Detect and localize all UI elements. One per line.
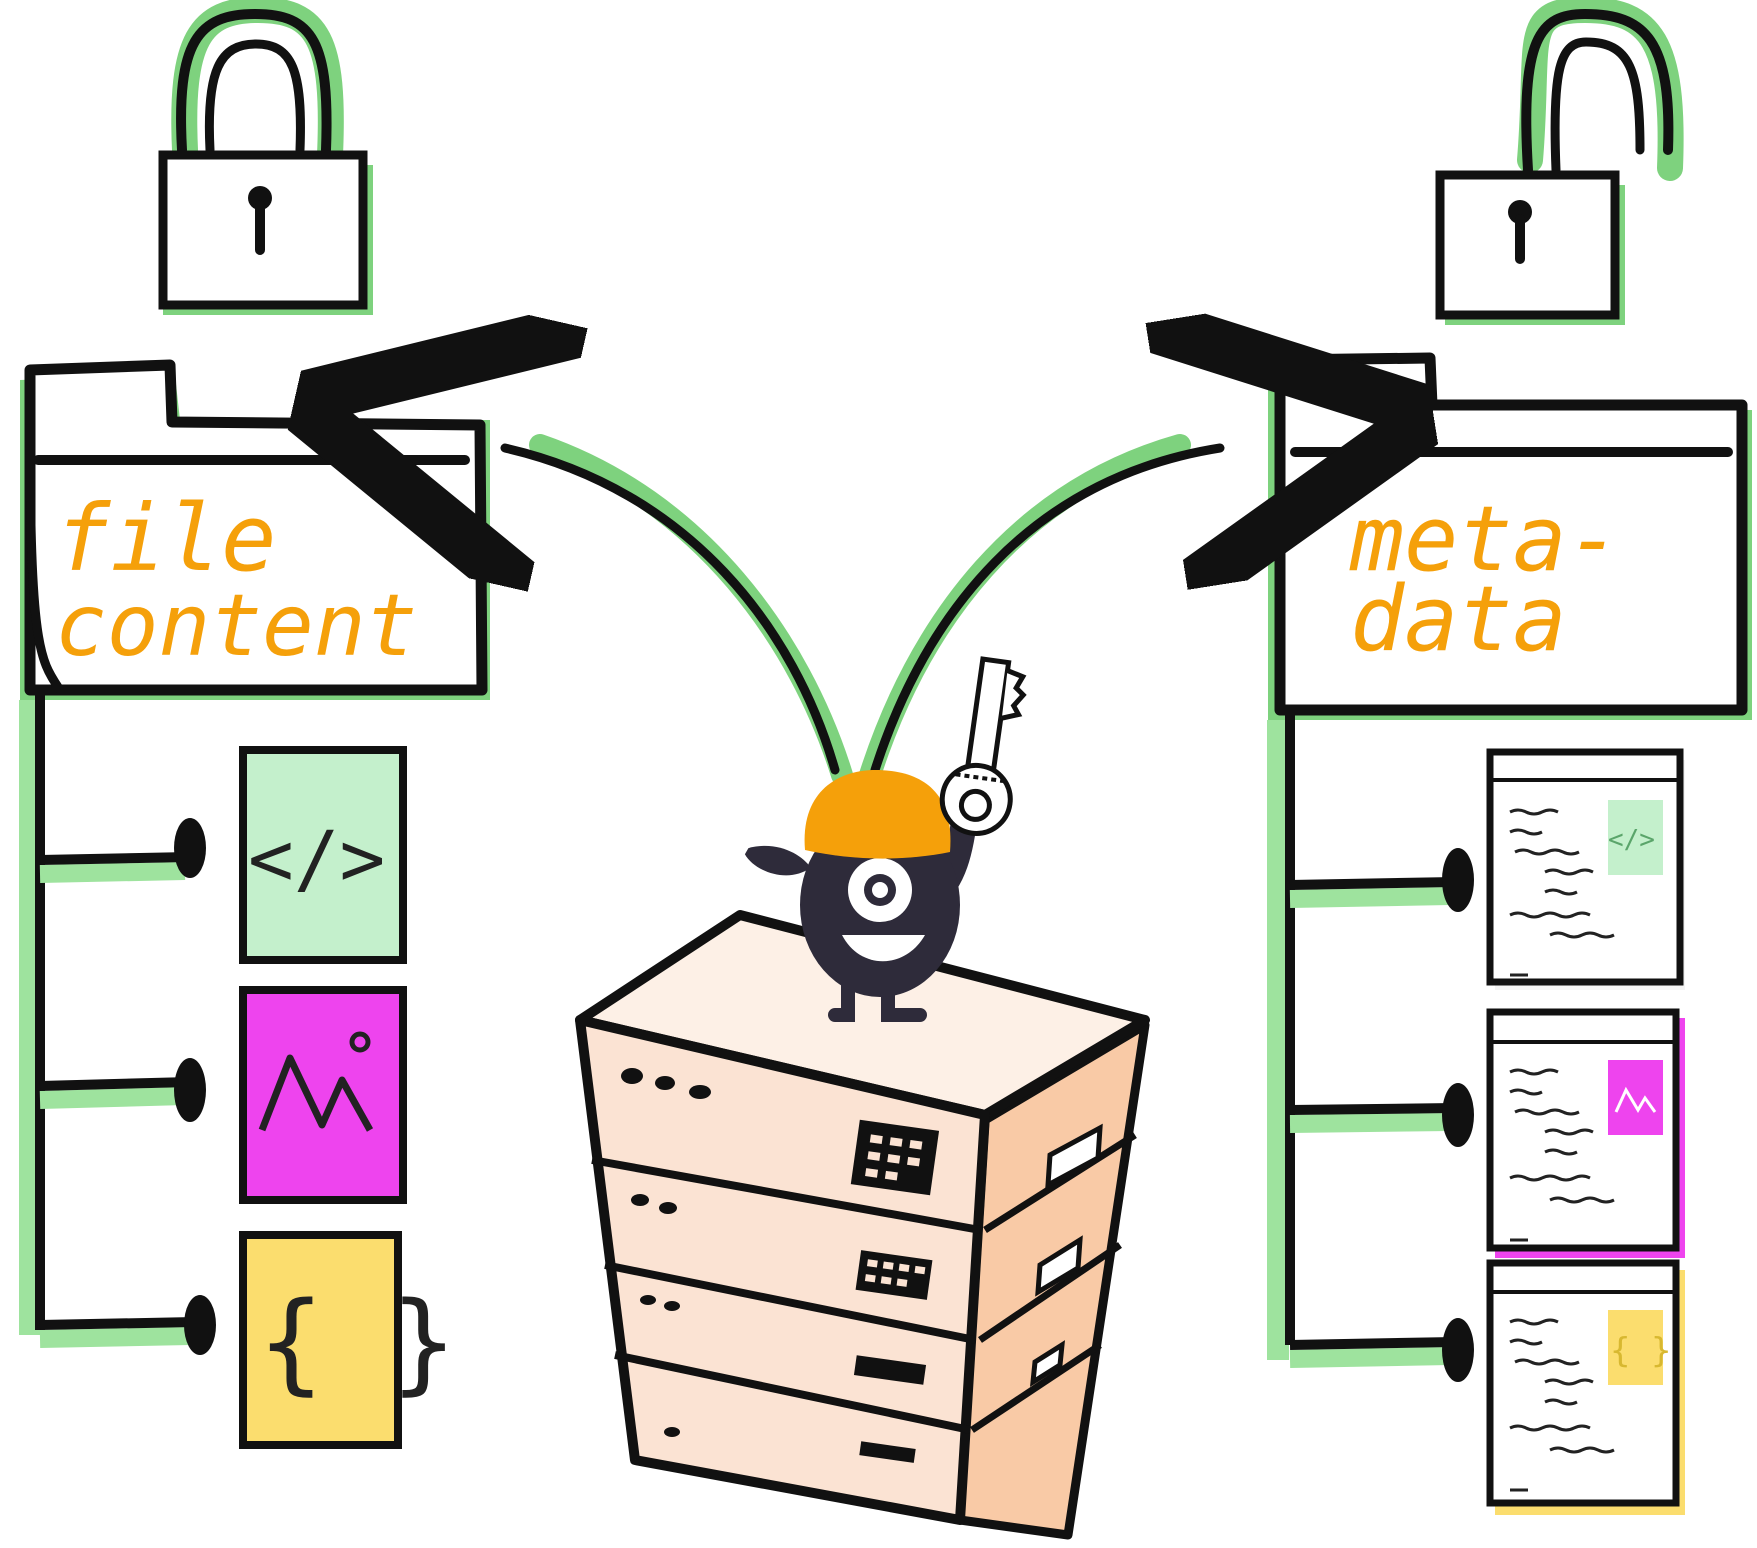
one-eyed-mascot-icon [744, 770, 978, 1022]
braces-doc-icon: { } [1610, 1331, 1671, 1371]
metadata-doc-code: </> [1486, 748, 1685, 990]
json-file-card: { } [239, 1231, 457, 1449]
right-tree-connector [1267, 715, 1474, 1382]
image-doc-icon [1608, 1060, 1663, 1135]
metadata-text-lines [1509, 808, 1615, 977]
folder-label-line2: data [1350, 567, 1567, 672]
key-icon [939, 656, 1027, 836]
code-doc-icon: </> [1608, 825, 1655, 855]
folder-label-line2: content [55, 576, 417, 676]
folder-file-content: file content [20, 359, 490, 700]
code-icon: </> [248, 814, 385, 903]
metadata-text-lines [1509, 1068, 1615, 1242]
server-stack-icon [575, 910, 1150, 1540]
image-file-card [239, 986, 407, 1204]
metadata-doc-image [1486, 1008, 1685, 1258]
folder-label-line1: file [55, 485, 277, 592]
left-tree-connector [19, 695, 216, 1355]
image-icon [258, 1031, 374, 1132]
padlock-open-icon [1435, 0, 1684, 325]
padlock-closed-icon [158, 0, 373, 315]
arrow-to-file-content [505, 445, 853, 786]
metadata-doc-json: { } [1486, 1259, 1685, 1515]
arrow-to-metadata [859, 445, 1220, 786]
braces-icon: { } [258, 1278, 457, 1406]
code-file-card: </> [239, 746, 407, 964]
folder-metadata: meta- data [1268, 352, 1752, 720]
metadata-text-lines [1509, 1318, 1615, 1492]
